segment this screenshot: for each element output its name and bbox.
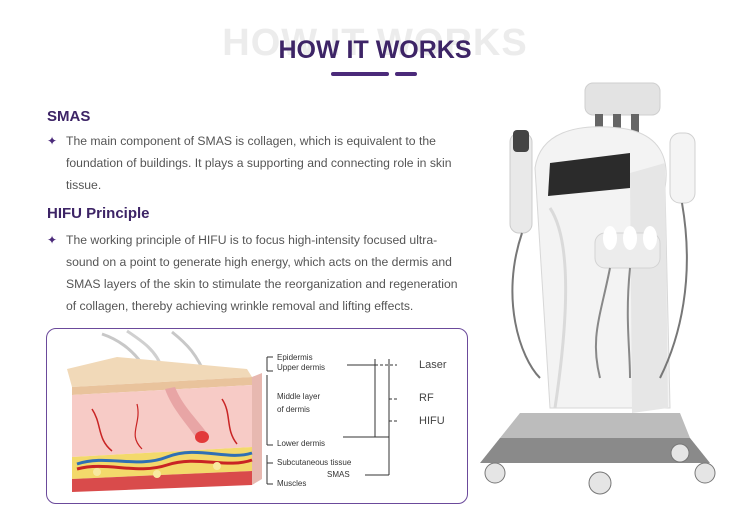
hifu-heading: HIFU Principle bbox=[47, 205, 150, 222]
label-epidermis: Epidermis bbox=[277, 353, 313, 362]
label-lower-dermis: Lower dermis bbox=[277, 439, 326, 448]
method-laser: Laser bbox=[419, 359, 447, 371]
page-title: HOW IT WORKS bbox=[278, 36, 472, 64]
hifu-text: The working principle of HIFU is to focu… bbox=[66, 233, 458, 313]
smas-paragraph: ✦ The main component of SMAS is collagen… bbox=[47, 130, 467, 196]
title-ghost: HOW IT WORKS bbox=[222, 22, 528, 64]
title-underline-right bbox=[395, 72, 417, 76]
smas-text: The main component of SMAS is collagen, … bbox=[66, 134, 452, 192]
label-middle-layer-1: Middle layer bbox=[277, 392, 321, 401]
label-upper-dermis: Upper dermis bbox=[277, 363, 326, 372]
skin-diagram-panel: Epidermis Upper dermis Middle layer of d… bbox=[46, 328, 468, 504]
title-underline-left bbox=[331, 72, 389, 76]
smas-heading: SMAS bbox=[47, 108, 91, 125]
hifu-paragraph: ✦ The working principle of HIFU is to fo… bbox=[47, 229, 467, 317]
label-muscles: Muscles bbox=[277, 479, 307, 488]
title-block: HOW IT WORKS HOW IT WORKS bbox=[0, 22, 750, 82]
label-middle-layer-2: of dermis bbox=[277, 405, 310, 414]
label-smas: SMAS bbox=[327, 470, 350, 479]
sparkle-bullet-icon: ✦ bbox=[47, 233, 58, 247]
method-rf: RF bbox=[419, 392, 434, 404]
sparkle-bullet-icon: ✦ bbox=[47, 134, 58, 148]
label-subcutaneous: Subcutaneous tissue bbox=[277, 458, 352, 467]
method-hifu: HIFU bbox=[419, 415, 445, 427]
skin-cross-section-illustration bbox=[67, 329, 397, 492]
hifu-machine-image bbox=[480, 82, 716, 495]
